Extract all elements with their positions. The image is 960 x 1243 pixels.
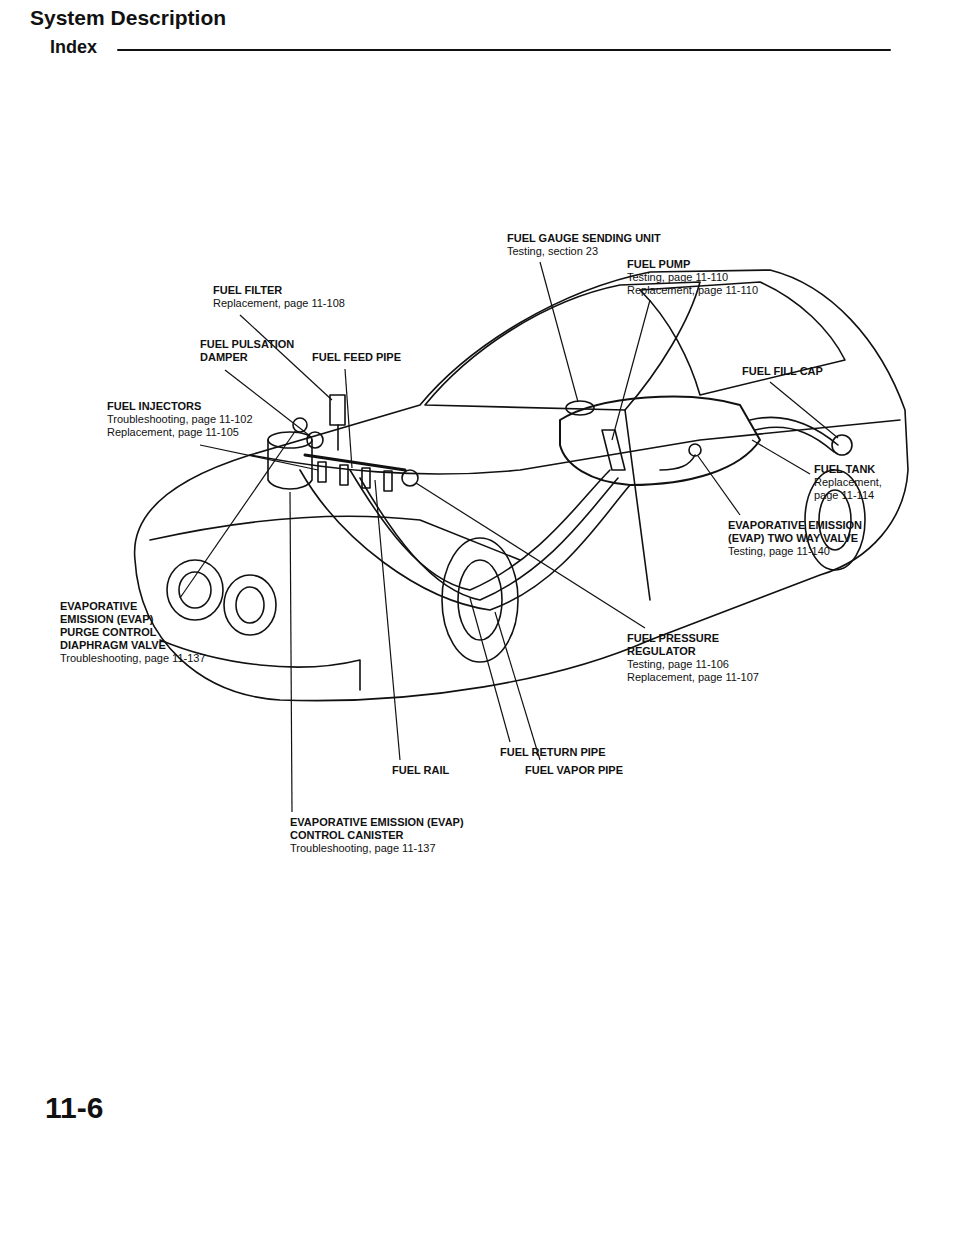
part-name: FUEL TANK — [814, 463, 875, 476]
part-name: EVAPORATIVE EMISSION (EVAP) CONTROL CANI… — [290, 816, 478, 842]
filler-neck — [750, 417, 838, 445]
part-name: FUEL INJECTORS — [107, 400, 201, 413]
leader-line — [495, 612, 540, 760]
door-line — [625, 410, 650, 600]
part-name: FUEL GAUGE SENDING UNIT — [507, 232, 661, 245]
headlight — [236, 587, 264, 623]
car-body — [135, 270, 908, 701]
fuel-tank — [560, 397, 760, 485]
page-reference: Troubleshooting, page 11-137 — [60, 652, 206, 665]
headlight — [167, 560, 223, 620]
part-name: FUEL PRESSURE REGULATOR — [627, 632, 757, 658]
evap-canister — [268, 432, 312, 448]
part-name: FUEL PUMP — [627, 258, 690, 271]
leader-line — [752, 440, 810, 474]
page-heading: 11-6 — [45, 1090, 103, 1126]
sending-unit — [566, 401, 594, 415]
part-name: EVAPORATIVE EMISSION (EVAP) PURGE CONTRO… — [60, 600, 178, 652]
fuel-return-pipe — [360, 478, 618, 600]
pressure-regulator — [402, 470, 418, 486]
tank-to-valve-pipe — [660, 455, 695, 470]
filter-hose — [337, 425, 339, 450]
headlight — [224, 575, 276, 635]
page-reference: Replacement, page 11-105 — [107, 426, 239, 439]
leader-line — [612, 300, 650, 440]
leader-line — [200, 445, 318, 470]
page-reference: Troubleshooting, page 11-137 — [290, 842, 436, 855]
pulsation-damper — [307, 432, 323, 448]
part-name: FUEL FEED PIPE — [312, 351, 401, 364]
hood-line — [150, 516, 520, 560]
leader-line — [345, 369, 352, 468]
page-reference: Replacement, page 11-107 — [627, 671, 759, 684]
part-name: FUEL RAIL — [392, 764, 449, 777]
page-reference: Testing, section 23 — [507, 245, 598, 258]
page-heading: Index — [50, 36, 97, 58]
leader-line — [290, 492, 292, 812]
fuel-fill-cap — [832, 435, 852, 455]
leader-line — [180, 430, 296, 598]
header-rule — [118, 49, 890, 51]
part-name: FUEL FILTER — [213, 284, 282, 297]
leader-line — [416, 483, 645, 628]
page-title: System Description — [30, 6, 226, 30]
fuel-vapor-pipe — [300, 470, 630, 610]
page-reference: Testing, page 11-140 — [728, 545, 830, 558]
fuel-injector — [384, 471, 392, 491]
fuel-injector — [340, 465, 348, 485]
leader-line — [698, 456, 740, 515]
two-way-valve — [689, 444, 701, 456]
page-reference: Replacement, page 11-114 — [814, 476, 894, 502]
side-window — [640, 282, 845, 395]
headlight — [179, 572, 211, 608]
fuel-feed-pipe — [350, 470, 610, 590]
leader-line — [770, 382, 838, 438]
page-reference: Testing, page 11-110 — [627, 271, 728, 284]
part-name: FUEL VAPOR PIPE — [525, 764, 623, 777]
page-reference: Replacement, page 11-108 — [213, 297, 345, 310]
part-name: EVAPORATIVE EMISSION (EVAP) TWO WAY VALV… — [728, 519, 896, 545]
fuel-injector — [362, 468, 370, 488]
fuel-injector — [318, 462, 326, 482]
leader-line — [470, 598, 510, 742]
page-reference: Replacement, page 11-110 — [627, 284, 758, 297]
leader-line — [540, 262, 578, 402]
part-name: FUEL PULSATION DAMPER — [200, 338, 305, 364]
front-grille — [160, 640, 360, 690]
page-reference: Testing, page 11-106 — [627, 658, 729, 671]
leader-line — [375, 480, 400, 760]
part-name: FUEL FILL CAP — [742, 365, 823, 378]
part-name: FUEL RETURN PIPE — [500, 746, 606, 759]
page-reference: Troubleshooting, page 11-102 — [107, 413, 253, 426]
